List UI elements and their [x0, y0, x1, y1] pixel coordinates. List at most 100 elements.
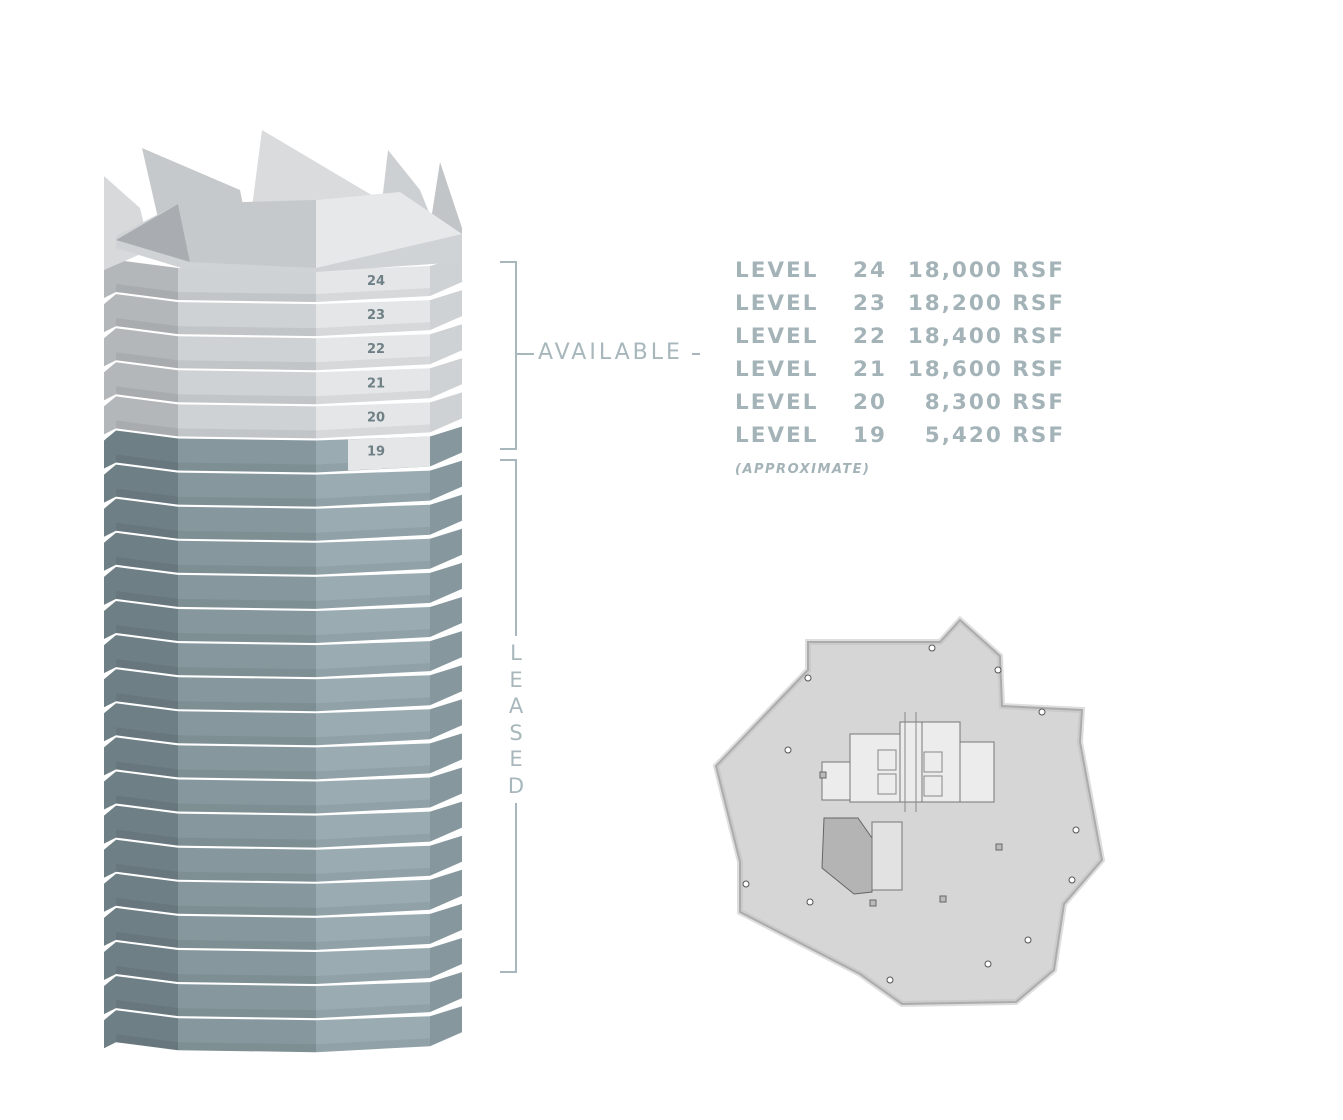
- core-details: [877, 712, 943, 812]
- story-face: [430, 938, 462, 978]
- mechanical-room: [821, 817, 873, 895]
- story-face: [178, 745, 316, 780]
- story-face: [430, 733, 462, 774]
- story-face: [104, 498, 116, 537]
- leased-story: [104, 699, 462, 746]
- leased-story: [104, 767, 462, 814]
- level-area: 18,400 RSF: [907, 324, 1065, 349]
- service-room: [871, 821, 903, 891]
- story-face: [178, 574, 316, 609]
- story-shadow: [116, 693, 430, 712]
- level-label: LEVEL: [735, 324, 819, 349]
- story-face: [104, 294, 116, 333]
- story-shadow: [116, 420, 430, 439]
- leased-story: [104, 426, 462, 473]
- story-face: [116, 362, 178, 403]
- story-shadow: [116, 795, 430, 814]
- story-face: [316, 607, 430, 643]
- story-face: [316, 641, 430, 678]
- story-face: [104, 362, 116, 401]
- leased-label: L E A S E D: [504, 636, 528, 803]
- story-face: [316, 470, 430, 507]
- story-face: [178, 847, 316, 882]
- available-story: [104, 290, 462, 337]
- story-face: [104, 1010, 116, 1049]
- level-label: LEVEL: [735, 258, 819, 283]
- story-face: [104, 464, 116, 503]
- tower-level-label: 22: [367, 342, 385, 357]
- story-face: [104, 532, 116, 571]
- level-number: 23: [853, 291, 887, 316]
- story-face: [104, 839, 116, 878]
- story-face: [104, 669, 116, 708]
- story-face: [316, 879, 430, 916]
- story-face: [430, 597, 462, 637]
- leased-story: [104, 972, 462, 1019]
- story-face: [116, 976, 178, 1017]
- story-face: [178, 779, 316, 814]
- story-face: [316, 845, 430, 882]
- story-face: [430, 562, 462, 603]
- story-face: [316, 300, 430, 337]
- story-face: [104, 942, 116, 980]
- story-face: [430, 699, 462, 740]
- story-face: [430, 426, 462, 467]
- story-face: [316, 538, 430, 575]
- leased-letter: E: [509, 667, 523, 692]
- level-area: 18,200 RSF: [907, 291, 1065, 316]
- story-face: [116, 771, 178, 812]
- level-number: 22: [853, 324, 887, 349]
- story-face: [104, 805, 116, 844]
- story-face: [178, 540, 316, 575]
- story-face: [178, 915, 316, 950]
- story-face: [316, 777, 430, 814]
- level-area: 5,420 RSF: [924, 423, 1065, 448]
- story-face: [178, 813, 316, 848]
- available-label: AVAILABLE: [538, 340, 683, 365]
- tower-level-label: 20: [367, 410, 385, 425]
- story-face: [178, 643, 316, 678]
- available-story: [104, 358, 462, 405]
- story-face: [116, 907, 178, 948]
- tower-level-label: 23: [367, 308, 385, 323]
- story-face: [116, 737, 178, 778]
- story-shadow: [116, 727, 430, 746]
- leased-story: [104, 733, 462, 780]
- level-label: LEVEL: [735, 390, 819, 415]
- story-face: [316, 948, 430, 984]
- story-face: [178, 609, 316, 643]
- leased-story: [104, 835, 462, 882]
- story-face: [316, 504, 430, 541]
- story-shadow: [116, 897, 430, 916]
- story-shadow: [116, 284, 430, 302]
- story-face: [116, 635, 178, 676]
- leased-letter: L: [510, 641, 522, 665]
- available-story: [104, 256, 462, 302]
- level-area: 18,600 RSF: [907, 357, 1065, 382]
- story-face: [104, 976, 116, 1015]
- story-face: [178, 1018, 316, 1053]
- story-face: [178, 984, 316, 1019]
- story-face: [104, 703, 116, 742]
- story-face: [316, 982, 430, 1019]
- story-face: [116, 328, 178, 369]
- story-face: [430, 392, 462, 433]
- story-face: [316, 334, 430, 371]
- story-face: [430, 631, 462, 672]
- story-shadow: [116, 318, 430, 337]
- story-face: [430, 528, 462, 569]
- story-face: [116, 601, 178, 641]
- story-face: [116, 703, 178, 744]
- story-shadow: [116, 625, 430, 643]
- story-shadow: [116, 352, 430, 371]
- story-face: [430, 835, 462, 876]
- level-number: 20: [853, 390, 887, 415]
- level-number: 24: [853, 258, 887, 283]
- interior-columns: [819, 771, 1003, 907]
- leased-story: [104, 869, 462, 916]
- story-face: [316, 368, 430, 405]
- story-face: [178, 302, 316, 337]
- available-bracket: [500, 261, 700, 450]
- story-face: [104, 635, 116, 674]
